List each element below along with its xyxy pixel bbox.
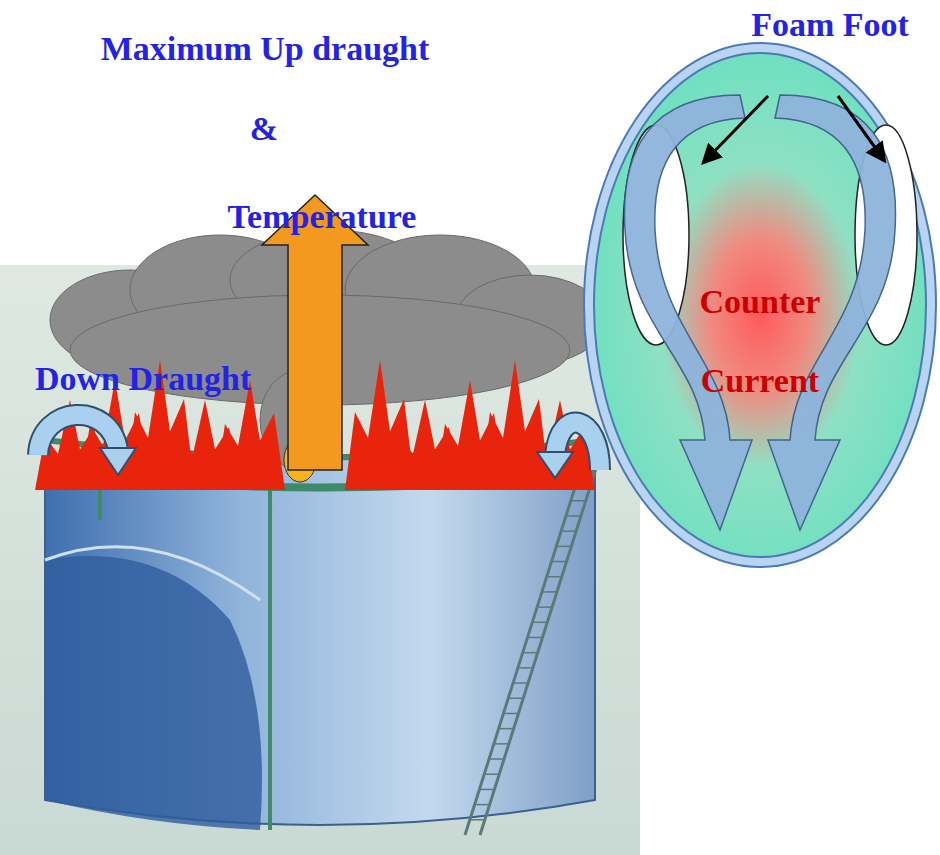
annotation-label: Maximum Up draught <box>101 30 430 67</box>
inset-heading: Foam Foot <box>720 6 940 43</box>
annotation-label: & <box>250 110 278 147</box>
magnified-foam-foot: Foam FootCounter Current <box>580 0 940 575</box>
annotation-label: Temperature <box>228 198 417 235</box>
inset-label: Counter Current <box>660 263 860 419</box>
annotation-label: Down Draught <box>35 360 251 397</box>
